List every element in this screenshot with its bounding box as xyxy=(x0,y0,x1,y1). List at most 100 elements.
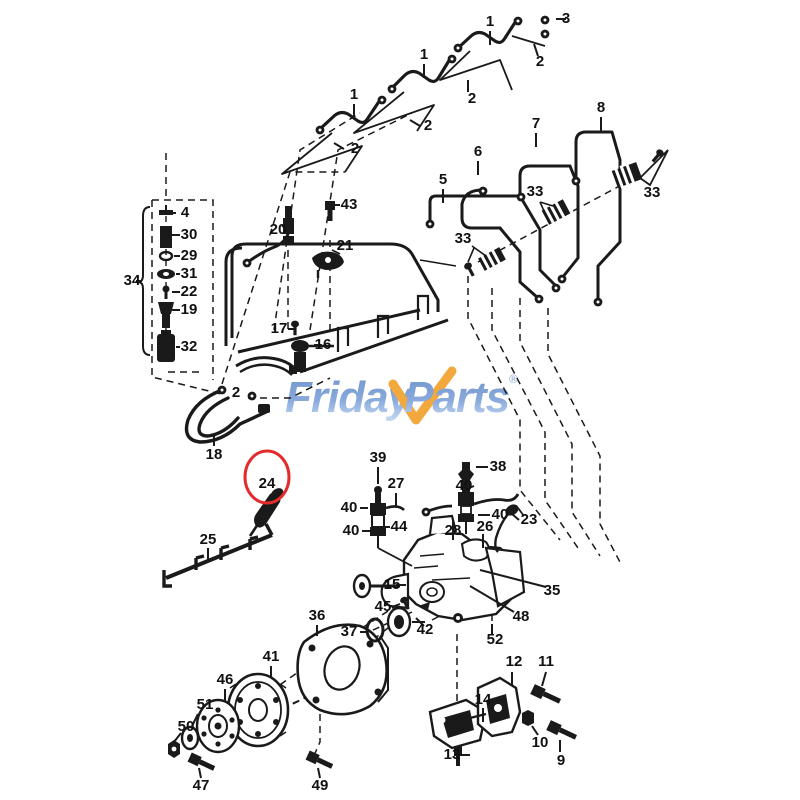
callout-ticks-fuel xyxy=(442,117,602,203)
injector-fork-group xyxy=(281,35,546,175)
fridayparts-watermark: Friday Parts ® xyxy=(285,366,518,425)
callout-number-22: 22 xyxy=(181,283,198,300)
part-41-drive-gear xyxy=(226,672,290,748)
callout-number-50: 50 xyxy=(178,718,195,735)
part-4-washer xyxy=(159,205,173,215)
part-30-element xyxy=(160,226,172,248)
callout-number-23: 23 xyxy=(521,511,538,528)
callout-number-36: 36 xyxy=(309,607,326,624)
callout-ticks-top xyxy=(333,18,566,150)
callout-number-42: 42 xyxy=(417,621,434,638)
callout-ticks-gear xyxy=(173,603,425,779)
callout-number-47: 47 xyxy=(193,777,210,794)
part-37-oring xyxy=(365,617,385,643)
callout-number-49: 49 xyxy=(312,777,329,794)
pump-accessory-group xyxy=(370,462,525,567)
callout-number-7: 7 xyxy=(532,115,540,132)
watermark-swoosh xyxy=(388,366,457,425)
part-21-bracket xyxy=(312,251,344,278)
callout-number-15: 15 xyxy=(384,576,401,593)
callout-number-26: 26 xyxy=(477,518,494,535)
callout-number-29: 29 xyxy=(181,247,198,264)
part-19-body xyxy=(158,302,174,328)
callout-number-1: 1 xyxy=(350,86,358,103)
callout-number-48: 48 xyxy=(513,608,530,625)
callout-number-45: 45 xyxy=(375,598,392,615)
part-13-bolt xyxy=(454,746,462,766)
part-20-fitting xyxy=(242,206,294,268)
watermark-parts: Parts xyxy=(404,373,509,422)
callout-number-14: 14 xyxy=(475,691,492,708)
watermark-registered-mark: ® xyxy=(509,372,518,386)
part-51-washer xyxy=(180,725,200,751)
callout-number-13: 13 xyxy=(444,746,461,763)
part-18-fittings xyxy=(217,356,298,413)
callout-number-9: 9 xyxy=(557,752,565,769)
callout-number-39: 39 xyxy=(370,449,387,466)
callout-number-38: 38 xyxy=(490,458,507,475)
callout-number-2: 2 xyxy=(424,117,432,134)
callout-number-40: 40 xyxy=(343,522,360,539)
part-10-nut xyxy=(522,710,534,726)
part-50-nut xyxy=(168,740,180,758)
callout-number-41: 41 xyxy=(263,648,280,665)
callout-number-43: 43 xyxy=(341,196,358,213)
callout-number-28: 28 xyxy=(445,522,462,539)
callout-number-2: 2 xyxy=(232,384,240,401)
callout-number-40: 40 xyxy=(456,477,473,494)
fuel-line-group xyxy=(428,130,622,302)
part-42-bearing xyxy=(386,606,412,638)
callout-number-12: 12 xyxy=(506,653,523,670)
callout-number-3: 3 xyxy=(562,10,570,27)
callout-number-24: 24 xyxy=(259,475,276,492)
callout-number-2: 2 xyxy=(351,140,359,157)
callout-number-35: 35 xyxy=(544,582,561,599)
filter-stack-group xyxy=(137,205,175,362)
bracket-group xyxy=(428,671,577,766)
pump-callout-leaders xyxy=(396,569,547,634)
callout-number-37: 37 xyxy=(341,623,358,640)
callout-number-33: 33 xyxy=(527,183,544,200)
callout-number-1: 1 xyxy=(420,46,428,63)
callout-number-1: 1 xyxy=(486,13,494,30)
callout-number-19: 19 xyxy=(181,301,198,318)
callout-number-10: 10 xyxy=(532,734,549,751)
callout-number-51: 51 xyxy=(197,696,214,713)
part-49-bolt xyxy=(305,750,334,769)
callout-number-34: 34 xyxy=(124,272,141,289)
callout-number-6: 6 xyxy=(474,143,482,160)
part-32-filter xyxy=(157,330,175,362)
part-29-ring xyxy=(158,250,174,262)
callout-number-33: 33 xyxy=(455,230,472,247)
callout-number-5: 5 xyxy=(439,171,447,188)
part-46-hub xyxy=(195,698,241,754)
callout-number-4: 4 xyxy=(181,204,190,221)
drive-gear-assembly xyxy=(168,596,412,771)
callout-number-17: 17 xyxy=(271,320,288,337)
callout-ticks-accessory xyxy=(360,466,520,532)
callout-ticks-16-17 xyxy=(288,328,322,346)
gallery-injector-ports xyxy=(336,294,430,352)
callout-number-11: 11 xyxy=(538,653,554,670)
callout-number-16: 16 xyxy=(315,336,332,353)
part-45-pin xyxy=(400,596,410,610)
callout-number-2: 2 xyxy=(468,90,476,107)
callout-number-27: 27 xyxy=(388,475,405,492)
callout-number-2: 2 xyxy=(536,53,544,70)
callout-number-layer: 1112222234567891011121314151617181920212… xyxy=(124,10,661,794)
callout-ticks-left-stack xyxy=(136,212,180,348)
callout-tick-21 xyxy=(331,249,341,255)
callout-number-33: 33 xyxy=(644,184,661,201)
part-36-cover xyxy=(296,623,389,716)
callout-number-32: 32 xyxy=(181,338,198,355)
callout-number-20: 20 xyxy=(270,221,287,238)
callout-number-46: 46 xyxy=(217,671,234,688)
callout-number-25: 25 xyxy=(200,531,217,548)
callout-number-52: 52 xyxy=(487,631,504,648)
part-11-bolt xyxy=(530,684,561,704)
part-25-return-rail xyxy=(162,523,274,588)
fuel-gallery-rail xyxy=(224,242,449,374)
callout-number-40: 40 xyxy=(341,499,358,516)
